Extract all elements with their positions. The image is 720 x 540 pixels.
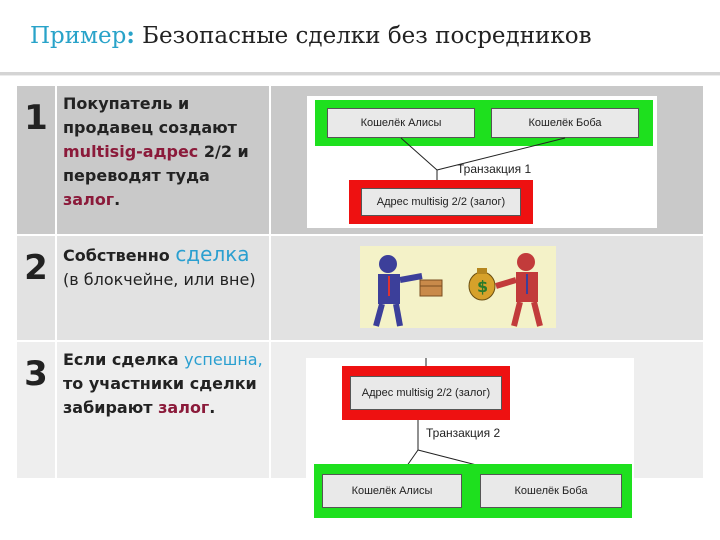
desc-text: . [209,398,216,417]
title-divider [0,72,720,76]
deal-people-image: $ [373,253,543,327]
desc-text: Покупатель и продавец создают [63,94,237,137]
title-colon: : [126,22,135,49]
desc-text: то участники сделки забирают [63,374,257,417]
desc-highlight: залог [63,190,115,209]
step-description: Если сделка успешна, то участники сделки… [63,348,267,420]
step-description: Покупатель и продавец создают multisig-а… [63,92,267,212]
step-number: 1 [24,98,48,138]
column-divider [55,86,57,234]
slide-title: Пример: Безопасные сделки без посреднико… [30,22,592,49]
desc-highlight: залог [158,398,210,417]
column-divider [269,86,271,234]
diagram-1: Кошелёк Алисы Кошелёк Боба Транзакция 1 … [307,96,657,228]
multisig-address-box: Адрес multisig 2/2 (залог) [361,188,521,216]
wallet-bob-box: Кошелёк Боба [480,474,622,508]
desc-text: Если сделка [63,350,185,369]
column-divider [269,342,271,478]
desc-highlight: успешна, [184,350,263,369]
step-number: 2 [24,248,48,288]
desc-highlight: multisig-адрес [63,142,199,161]
desc-text: . [114,190,121,209]
transaction-1-label: Транзакция 1 [457,162,532,176]
table-row: 2 Собственно сделка (в блокчейне, или вн… [17,236,703,342]
desc-text: (в блокчейне, или вне) [63,270,256,289]
desc-text: 2/2 и переводят туда [63,142,249,185]
desc-text: Собственно [63,246,176,265]
multisig-address-box: Адрес multisig 2/2 (залог) [350,376,502,410]
wallet-bob-box: Кошелёк Боба [491,108,639,138]
package-icon [419,279,443,297]
desc-highlight: сделка [175,242,250,266]
column-divider [55,236,57,340]
wallet-alice-box: Кошелёк Алисы [327,108,475,138]
title-text: Безопасные сделки без посредников [142,23,592,49]
column-divider [269,236,271,340]
diagram-2: Адрес multisig 2/2 (залог) Транзакция 2 … [306,358,634,520]
dollar-symbol: $ [477,277,488,296]
step-number: 3 [24,354,48,394]
step-description: Собственно сделка (в блокчейне, или вне) [63,242,267,292]
wallet-alice-box: Кошелёк Алисы [322,474,462,508]
title-prefix: Пример [30,23,127,49]
transaction-2-label: Транзакция 2 [426,426,501,440]
column-divider [55,342,57,478]
table-row: 1 Покупатель и продавец создают multisig… [17,86,703,236]
money-bag-icon: $ [468,268,496,301]
deal-illustration: $ [360,246,556,328]
